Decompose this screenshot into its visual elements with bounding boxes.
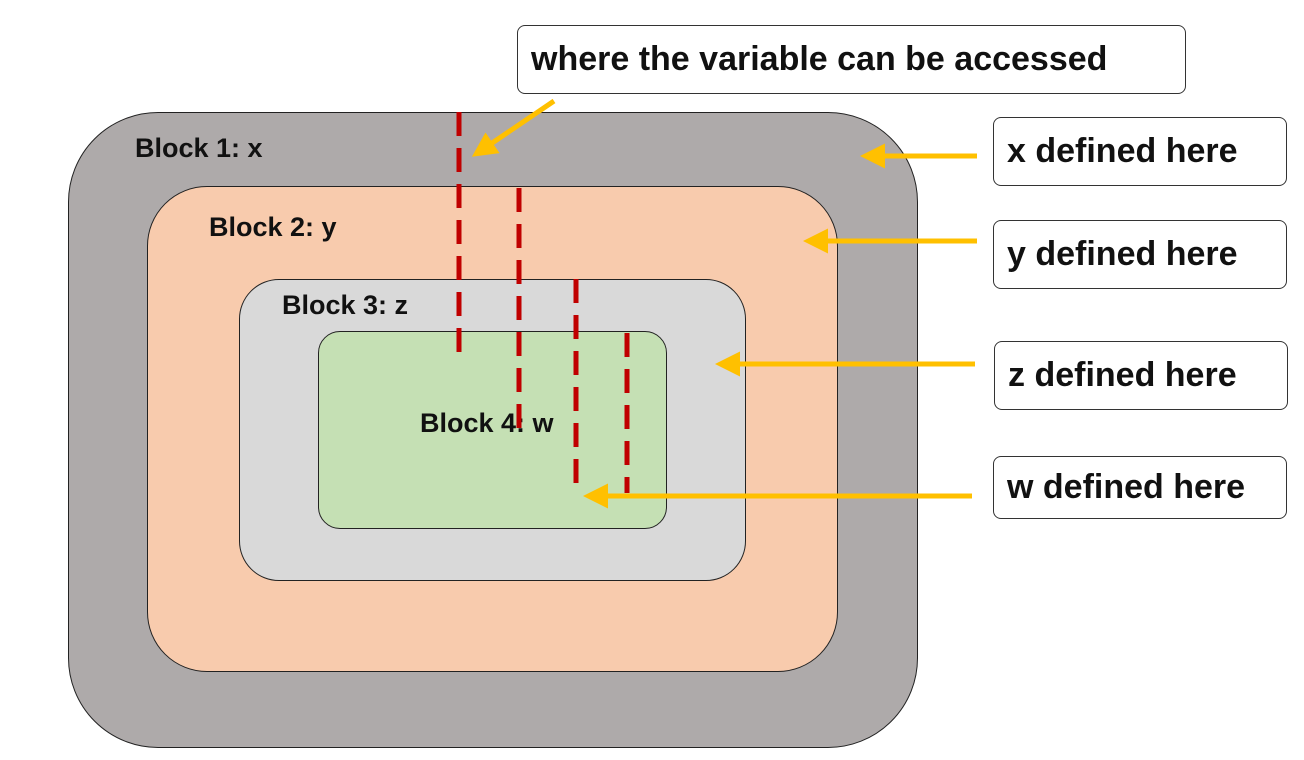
block-3-label: Block 3: z: [282, 290, 409, 320]
block-2-label: Block 2: y: [209, 212, 337, 242]
access-arrow: [471, 98, 556, 157]
z-defined-callout: z defined here: [994, 341, 1288, 410]
x-defined-callout: x defined here: [993, 117, 1287, 186]
w-defined-callout: w defined here: [993, 456, 1287, 519]
y-defined-callout: y defined here: [993, 220, 1287, 289]
block-1-label: Block 1: x: [135, 133, 263, 163]
access-callout: where the variable can be accessed: [517, 25, 1186, 94]
block-4-label: Block 4: w: [420, 408, 554, 438]
